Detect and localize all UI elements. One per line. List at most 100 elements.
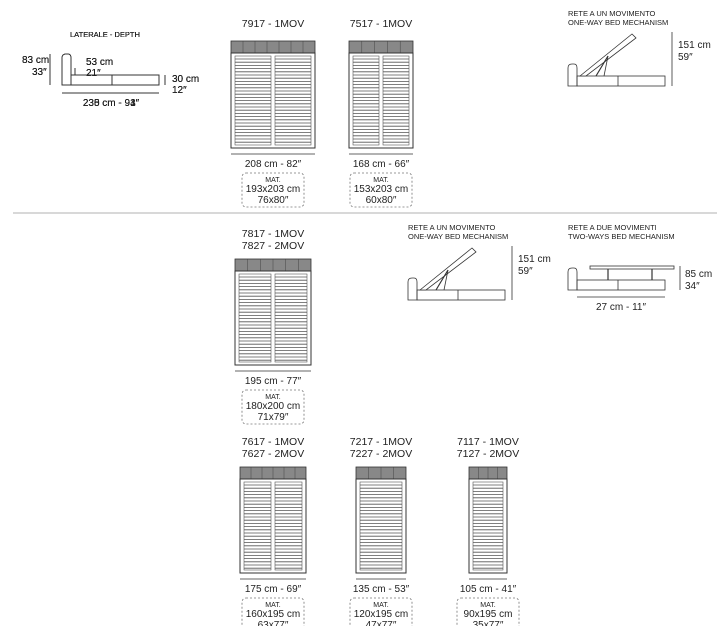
mattress-box	[349, 597, 413, 626]
bed-base-outline	[70, 74, 160, 86]
base-height-in: 12″	[172, 85, 187, 96]
mattress-size-cm: 193x203 cm	[246, 184, 300, 195]
headboard-outline	[61, 53, 72, 86]
gas-piston	[443, 269, 449, 291]
base-height-cm: 30 cm	[172, 74, 199, 85]
mattress-box	[241, 172, 305, 208]
mattress-size-cm: 180x200 cm	[246, 401, 300, 412]
bed-code: 7127 - 2MOV	[457, 448, 519, 460]
headboard-height-cm: 53 cm	[86, 57, 113, 68]
mattress-size-in: 76x80″	[258, 195, 289, 206]
side-view-title: LATERALE - DEPTH	[70, 30, 140, 39]
mattress-label: MAT.	[373, 602, 388, 609]
slat-panel	[359, 481, 403, 571]
platform-height-in: 34″	[685, 281, 700, 292]
bed-code: 7817 - 1MOV	[242, 228, 304, 240]
headboard-height-in: 21″	[86, 68, 101, 79]
mechanism-title-en: ONE-WAY BED MECHANISM	[568, 18, 668, 27]
headboard-height-in: 21″	[86, 68, 101, 79]
mattress-size-cm: 160x195 cm	[246, 609, 300, 620]
lifted-platform	[418, 247, 477, 291]
mattress-label: MAT.	[480, 602, 495, 609]
bed-width: 175 cm - 69″	[245, 584, 302, 595]
height-total-cm: 83 cm	[22, 55, 49, 66]
height-total-in: 33″	[32, 67, 47, 78]
lift-distance: 27 cm - 11″	[596, 302, 646, 313]
bed-width: 195 cm - 77″	[245, 376, 302, 387]
mechanism-headboard	[567, 63, 578, 87]
mattress-size-in: 71x79″	[258, 412, 289, 423]
lift-height-cm: 151 cm	[678, 40, 711, 51]
platform-height-cm: 85 cm	[685, 269, 712, 280]
height-total-cm: 83 cm	[22, 55, 49, 66]
lifted-platform	[578, 33, 637, 77]
mechanism-title-en: TWO-WAYS BED MECHANISM	[568, 232, 675, 241]
mattress-box	[349, 172, 413, 208]
mechanism-title: RETE A DUE MOVIMENTI	[568, 223, 657, 232]
slat-panel	[243, 481, 272, 571]
bed-length: 230 cm - 91″	[83, 98, 140, 109]
bed-code: 7627 - 2MOV	[242, 448, 304, 460]
gas-piston	[595, 55, 609, 77]
headboard-height-cm: 53 cm	[86, 57, 113, 68]
mattress-label: MAT.	[265, 177, 280, 184]
mechanism-title: RETE A UN MOVIMENTO	[568, 9, 656, 18]
side-view-title: LATERALE - DEPTH	[70, 30, 140, 39]
mattress-size-in: 63x77″	[258, 620, 289, 626]
bed-code: 7227 - 2MOV	[350, 448, 412, 460]
slat-panel	[238, 273, 272, 363]
mattress-size-cm: 153x203 cm	[354, 184, 408, 195]
gas-piston	[603, 55, 609, 77]
headboard-outline	[61, 53, 72, 86]
bed-base-outline	[70, 74, 160, 86]
lift-height-cm: 151 cm	[518, 254, 551, 265]
bed-code: 7617 - 1MOV	[242, 436, 304, 448]
headboard-strip	[230, 40, 316, 54]
headboard-strip	[348, 40, 414, 54]
mattress-size-cm: 90x195 cm	[464, 609, 513, 620]
bed-code: 7517 - 1MOV	[350, 18, 412, 30]
bed-width: 208 cm - 82″	[245, 159, 302, 170]
raised-platform	[589, 265, 675, 270]
mechanism-headboard	[567, 267, 578, 291]
mattress-size-in: 35x77″	[473, 620, 504, 626]
lift-height-in: 59″	[678, 52, 693, 63]
mattress-label: MAT.	[265, 602, 280, 609]
mattress-label: MAT.	[265, 394, 280, 401]
bed-length: 235 cm - 93″	[83, 98, 140, 109]
bed-width: 105 cm - 41″	[460, 584, 517, 595]
bed-code: 7917 - 1MOV	[242, 18, 304, 30]
base-height-in: 12″	[172, 85, 187, 96]
bed-width: 168 cm - 66″	[353, 159, 410, 170]
bed-top-view: 7917 - 1MOV 208 cm - 82″ MAT.193x203 cm76x…	[230, 18, 316, 208]
mechanism-base	[576, 279, 666, 291]
bed-code: 7827 - 2MOV	[242, 240, 304, 252]
mattress-size-in: 60x80″	[366, 195, 397, 206]
height-total-in: 33″	[32, 67, 47, 78]
bed-code: 7217 - 1MOV	[350, 436, 412, 448]
base-height-cm: 30 cm	[172, 74, 199, 85]
mechanism-base	[576, 75, 666, 87]
mechanism-title: RETE A UN MOVIMENTO	[408, 223, 496, 232]
headboard-height-cm: 53 cm	[86, 57, 113, 68]
mattress-box	[241, 597, 305, 626]
lift-height-in: 59″	[518, 266, 533, 277]
mechanism-headboard	[407, 277, 418, 301]
mechanism-title-en: ONE-WAY BED MECHANISM	[408, 232, 508, 241]
base-height-in: 12″	[172, 85, 187, 96]
gas-piston	[435, 269, 449, 291]
mattress-box	[456, 597, 520, 626]
height-total-in: 33″	[32, 67, 47, 78]
mechanism-base	[416, 289, 506, 301]
side-view-title: LATERALE - DEPTH	[70, 30, 140, 39]
headboard-height-in: 21″	[86, 68, 101, 79]
mattress-size-in: 47x77″	[366, 620, 397, 626]
